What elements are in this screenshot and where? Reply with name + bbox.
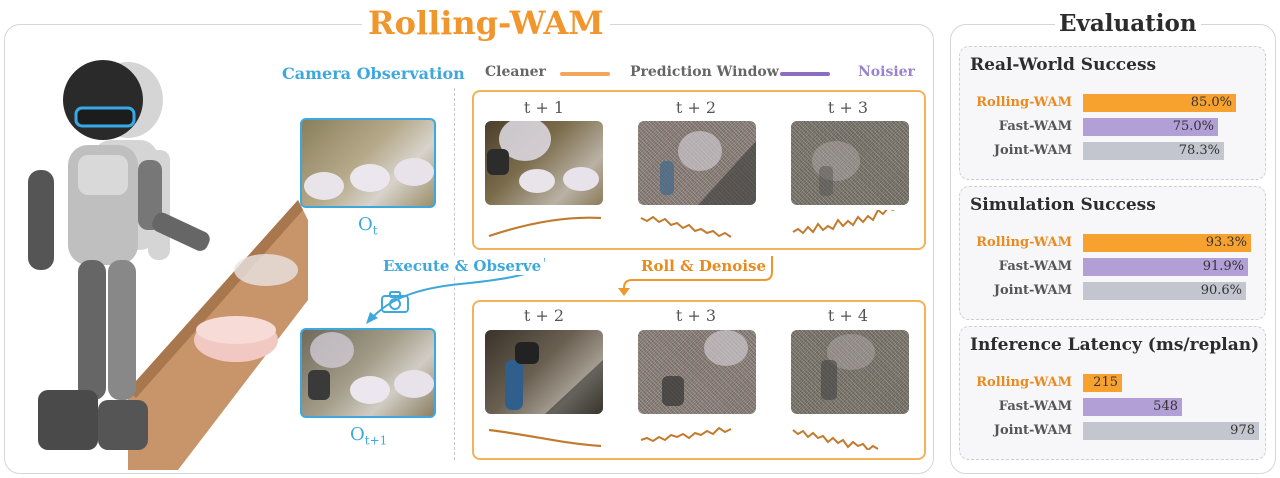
eval-bar — [1083, 118, 1218, 136]
eval-bar — [1083, 374, 1122, 392]
top-trajectories — [488, 210, 895, 238]
eval-bar-value: 91.9% — [1202, 259, 1244, 274]
roll-denoise-label: Roll & Denoise — [638, 257, 770, 275]
top-frame-1 — [485, 121, 603, 205]
legend-prediction-window: Prediction Window — [630, 64, 779, 80]
execute-observe-label: Execute & Observe — [380, 257, 545, 275]
legend-cleaner: Cleaner — [485, 64, 546, 80]
eval-bar-value: 75.0% — [1172, 119, 1214, 134]
eval-bar-value: 85.0% — [1190, 95, 1232, 110]
top-frame-2 — [638, 121, 756, 205]
bottom-time-label-2: t + 3 — [675, 306, 717, 325]
eval-row-label: Rolling-WAM — [976, 95, 1072, 110]
camera-observation-label: Camera Observation — [282, 64, 465, 83]
bottom-time-label-3: t + 4 — [827, 306, 869, 325]
observation-label-t1: Ot+1 — [350, 424, 388, 448]
eval-bar — [1083, 398, 1182, 416]
top-prediction-window — [472, 90, 926, 250]
legend-noisier-line — [780, 72, 830, 76]
bottom-trajectories — [488, 426, 879, 450]
bottom-frame-2 — [638, 330, 756, 414]
eval-row-label: Rolling-WAM — [976, 375, 1072, 390]
eval-bar-value: 548 — [1153, 399, 1178, 414]
eval-bar — [1083, 142, 1224, 160]
eval-row-label: Fast-WAM — [998, 119, 1072, 134]
eval-card-title: Simulation Success — [970, 195, 1156, 215]
legend-cleaner-line — [560, 72, 610, 76]
observation-frame-t — [300, 118, 436, 208]
eval-bar-value: 93.3% — [1205, 235, 1247, 250]
eval-card-title: Real-World Success — [970, 55, 1157, 75]
observation-frame-t1 — [300, 328, 436, 418]
observation-label-t: Ot — [358, 214, 378, 238]
eval-card-title: Inference Latency (ms/replan) — [970, 335, 1260, 355]
eval-bar — [1083, 234, 1251, 252]
bottom-frame-3 — [791, 330, 909, 414]
diagram-title: Rolling-WAM — [362, 4, 610, 42]
eval-bar — [1083, 422, 1259, 440]
robot-illustration — [28, 60, 308, 470]
eval-row-label: Joint-WAM — [993, 423, 1072, 438]
bottom-frame-1 — [485, 330, 603, 414]
eval-bar — [1083, 258, 1248, 276]
eval-row-label: Joint-WAM — [993, 283, 1072, 298]
legend-noisier: Noisier — [858, 64, 915, 80]
eval-row-label: Joint-WAM — [993, 143, 1072, 158]
top-frame-3 — [791, 121, 909, 205]
eval-bar — [1083, 94, 1236, 112]
eval-bar — [1083, 282, 1246, 300]
eval-row-label: Fast-WAM — [998, 399, 1072, 414]
top-time-label-2: t + 2 — [675, 98, 717, 117]
eval-bar-value: 78.3% — [1178, 143, 1220, 158]
eval-row-label: Rolling-WAM — [976, 235, 1072, 250]
evaluation-title: Evaluation — [1055, 10, 1201, 37]
top-time-label-3: t + 3 — [827, 98, 869, 117]
eval-bar-value: 978 — [1230, 423, 1255, 438]
bottom-time-label-1: t + 2 — [523, 306, 565, 325]
eval-row-label: Fast-WAM — [998, 259, 1072, 274]
top-time-label-1: t + 1 — [523, 98, 565, 117]
bottom-prediction-window — [472, 300, 926, 460]
eval-bar-value: 215 — [1093, 375, 1118, 390]
eval-bar-value: 90.6% — [1200, 283, 1242, 298]
